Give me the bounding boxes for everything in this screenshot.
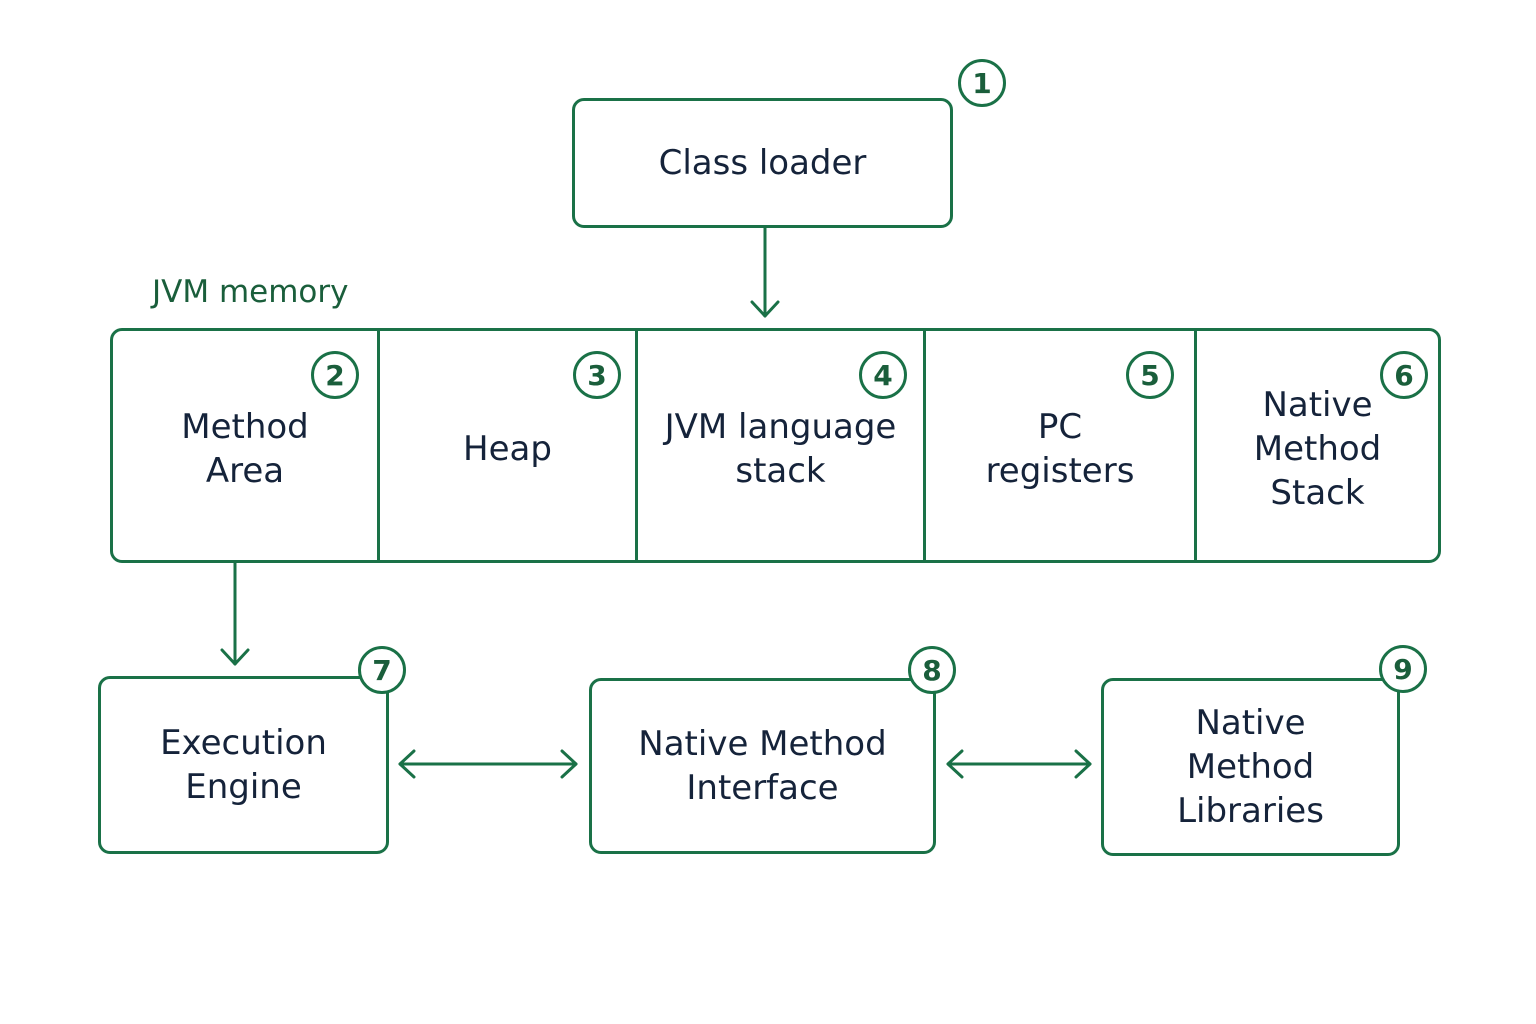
native-method-interface-label: Native Method Interface xyxy=(638,724,887,808)
memory-area-label: Method Area xyxy=(181,406,309,491)
arrow-interface-libraries xyxy=(946,749,1092,779)
step-badge-5: 5 xyxy=(1126,351,1174,399)
execution-engine-box: Execution Engine xyxy=(98,676,389,854)
memory-area-label: Native Method Stack xyxy=(1253,384,1382,513)
native-method-interface-box: Native Method Interface xyxy=(589,678,936,854)
arrow-class-loader-to-memory xyxy=(750,226,780,318)
memory-area-label: PC registers xyxy=(985,406,1135,491)
native-method-libraries-label: Native Method Libraries xyxy=(1177,703,1324,831)
step-badge-6: 6 xyxy=(1380,351,1428,399)
class-loader-box: Class loader xyxy=(572,98,953,228)
step-badge-4: 4 xyxy=(859,351,907,399)
memory-area-pc-registers: PC registers 5 xyxy=(926,331,1197,560)
memory-area-heap: Heap 3 xyxy=(380,331,638,560)
memory-area-method-area: Method Area 2 xyxy=(113,331,380,560)
jvm-memory-box: Method Area 2 Heap 3 JVM language stack … xyxy=(110,328,1441,563)
step-badge-8: 8 xyxy=(908,646,956,694)
execution-engine-label: Execution Engine xyxy=(160,723,327,807)
step-badge-2: 2 xyxy=(311,351,359,399)
arrow-memory-to-execution-engine xyxy=(220,561,250,666)
step-badge-9: 9 xyxy=(1379,645,1427,693)
class-loader-label: Class loader xyxy=(658,143,867,183)
step-badge-1: 1 xyxy=(958,59,1006,107)
memory-area-native-method-stack: Native Method Stack 6 xyxy=(1197,331,1438,560)
step-badge-3: 3 xyxy=(573,351,621,399)
step-badge-7: 7 xyxy=(358,646,406,694)
jvm-memory-title: JVM memory xyxy=(152,274,349,310)
memory-area-label: Heap xyxy=(463,428,552,469)
arrow-engine-interface xyxy=(398,749,578,779)
memory-area-label: JVM language stack xyxy=(664,406,897,491)
memory-area-jvm-language-stack: JVM language stack 4 xyxy=(638,331,926,560)
native-method-libraries-box: Native Method Libraries xyxy=(1101,678,1400,856)
